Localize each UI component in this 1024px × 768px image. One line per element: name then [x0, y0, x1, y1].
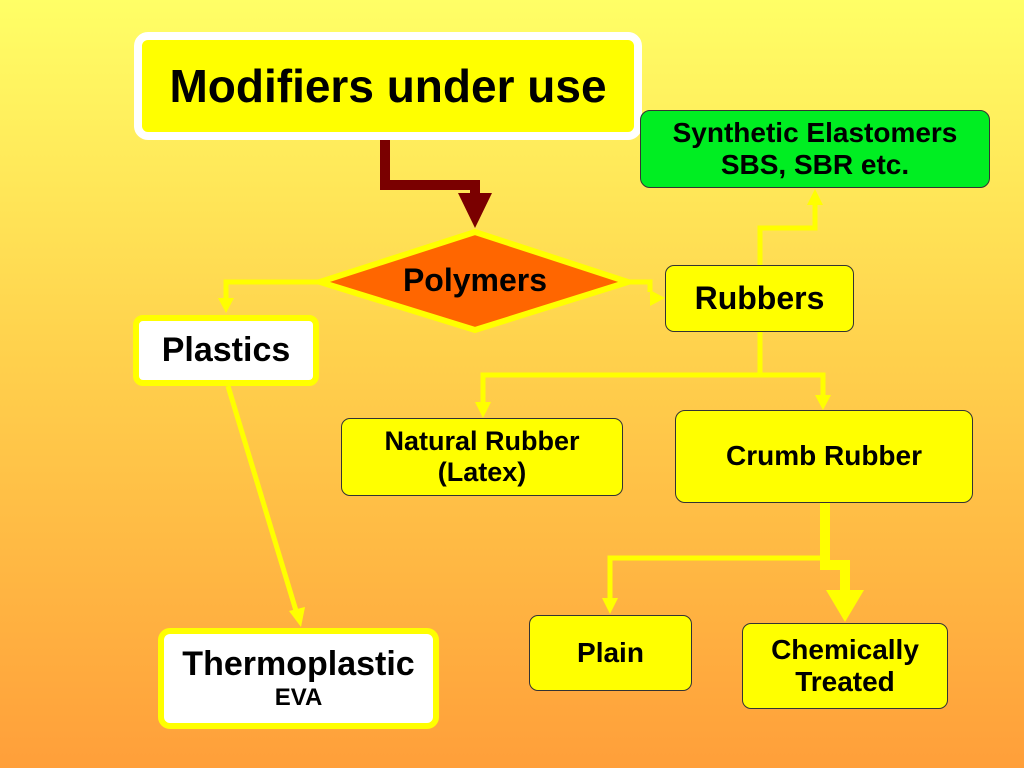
rubbers-label: Rubbers	[694, 280, 825, 317]
rubbers-branch-connector	[480, 332, 826, 403]
chemically-treated-box[interactable]: Chemically Treated	[742, 623, 948, 709]
plastics-box[interactable]: Plastics	[133, 315, 319, 386]
title-to-polymers-arrow	[380, 140, 480, 195]
rubbers-to-synthetic-connector	[757, 204, 818, 265]
natural-rubber-sublabel: (Latex)	[437, 457, 527, 487]
title-box: Modifiers under use	[134, 32, 642, 140]
polymers-to-rubbers-connector	[628, 279, 653, 292]
plastics-label: Plastics	[161, 330, 291, 369]
thermoplastic-example: EVA	[274, 684, 323, 712]
rubbers-to-crumb-arrowhead	[815, 395, 831, 410]
polymers-diamond[interactable]	[310, 228, 638, 334]
thermoplastic-box[interactable]: Thermoplastic EVA	[158, 628, 439, 729]
crumb-rubber-label: Crumb Rubber	[726, 440, 922, 472]
rubbers-to-synthetic-arrowhead	[807, 189, 823, 205]
chemically-treated-label-1: Chemically	[771, 633, 919, 665]
rubbers-to-natural-arrowhead	[475, 402, 491, 418]
polymers-label: Polymers	[402, 262, 548, 298]
crumb-to-plain-arrowhead	[602, 598, 618, 614]
crumb-rubber-box[interactable]: Crumb Rubber	[675, 410, 973, 503]
natural-rubber-label: Natural Rubber	[384, 425, 580, 456]
chemically-treated-label-2: Treated	[795, 666, 895, 697]
natural-rubber-box[interactable]: Natural Rubber (Latex)	[341, 418, 623, 496]
crumb-to-plain-connector	[607, 503, 828, 600]
plain-box[interactable]: Plain	[529, 615, 692, 691]
crumb-to-chemical-arrowhead	[826, 590, 864, 622]
synthetic-elastomers-examples: SBS, SBR etc.	[720, 149, 910, 180]
plastics-to-thermo-connector	[225, 385, 300, 615]
polymers-to-plastics-connector	[223, 279, 320, 300]
page-title: Modifiers under use	[169, 59, 607, 112]
title-to-polymers-arrowhead	[458, 193, 492, 228]
plastics-to-thermo-arrowhead	[289, 607, 305, 627]
polymers-to-rubbers-arrowhead	[650, 290, 665, 306]
synthetic-elastomers-box[interactable]: Synthetic Elastomers SBS, SBR etc.	[640, 110, 990, 188]
thermoplastic-label: Thermoplastic	[182, 645, 415, 684]
synthetic-elastomers-label: Synthetic Elastomers	[672, 116, 958, 148]
crumb-to-chemical-connector	[820, 503, 850, 592]
plain-label: Plain	[577, 636, 644, 668]
rubbers-box[interactable]: Rubbers	[665, 265, 854, 332]
polymers-to-plastics-arrowhead	[218, 298, 234, 313]
